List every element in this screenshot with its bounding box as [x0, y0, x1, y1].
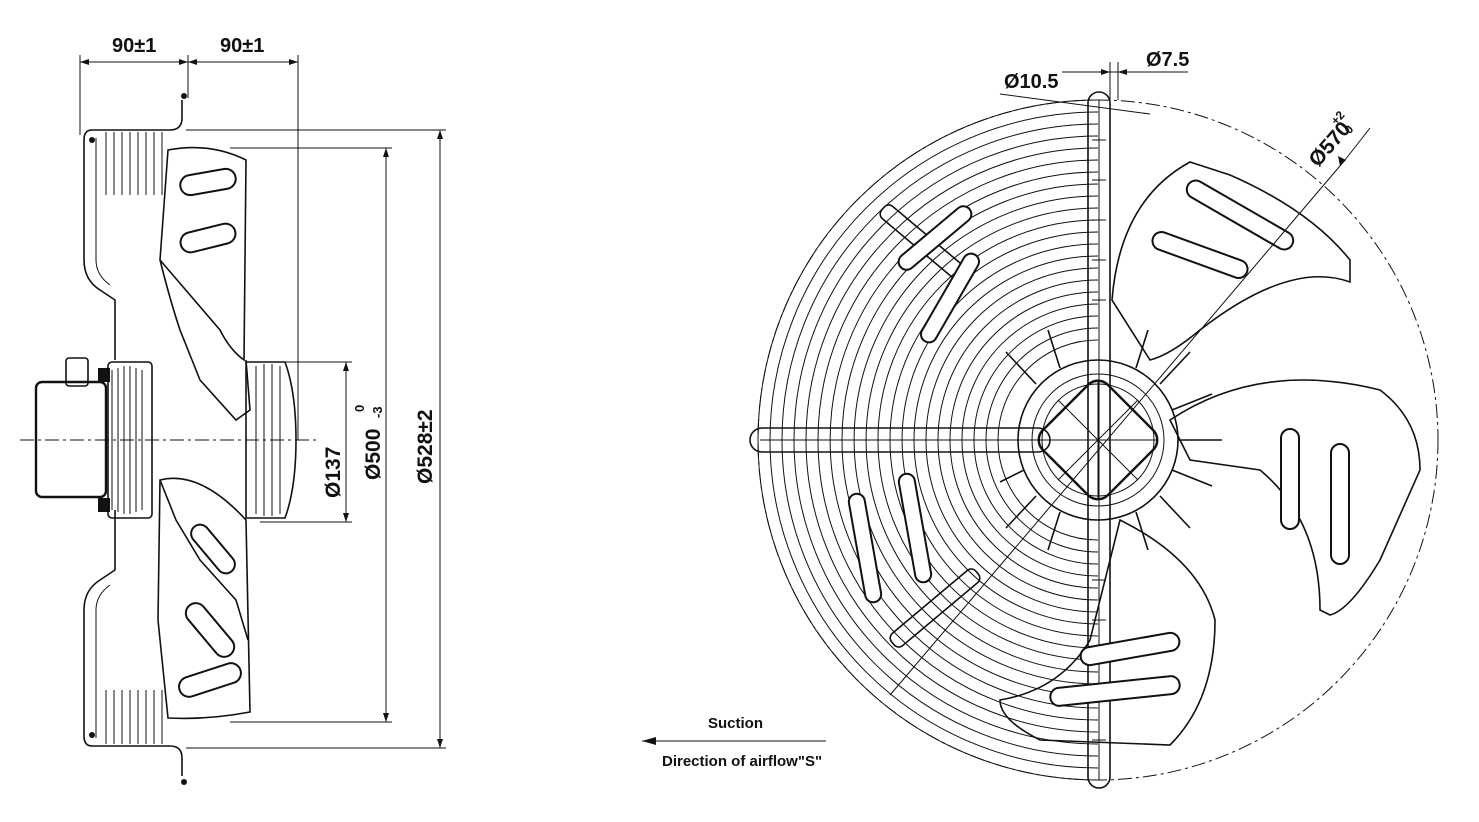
blade-slots-side	[178, 167, 242, 698]
dim-hub-label: Ø137	[322, 447, 345, 498]
dim-overall-label: Ø528±2	[414, 409, 437, 484]
front-blade-right	[1168, 379, 1421, 616]
dim-circle-group: Ø570 +2 0	[1304, 108, 1356, 171]
hub-fins	[999, 329, 1222, 551]
suction-label: Suction	[708, 715, 763, 732]
guard-rings-top	[105, 132, 163, 195]
cable-gland	[65, 357, 89, 387]
airflow-arrow	[642, 737, 656, 745]
dim-hole-inner-label: Ø7.5	[1146, 49, 1189, 71]
airflow-direction-label: Direction of airflow"S"	[662, 753, 822, 770]
front-blade-bottom	[999, 518, 1216, 746]
blade-slots-front	[847, 179, 1350, 707]
dim-hole-outer-label: Ø10.5	[1004, 71, 1058, 93]
dim-blade-sub: -3	[370, 406, 385, 418]
dim-top-left-label: 90±1	[112, 35, 156, 57]
guard-rings-bottom	[105, 690, 163, 744]
front-view: Ø570 +2 0 Ø7.5 Ø10.5	[749, 49, 1439, 789]
dim-top-right-label: 90±1	[220, 35, 264, 57]
dim-blade-sup: 0	[352, 405, 367, 412]
dim-blade-label: Ø500	[362, 429, 385, 480]
side-view: 90±1 90±1	[20, 35, 446, 785]
guard-rings-front	[757, 99, 1099, 781]
airflow-note: Suction Direction of airflow"S"	[642, 715, 826, 770]
